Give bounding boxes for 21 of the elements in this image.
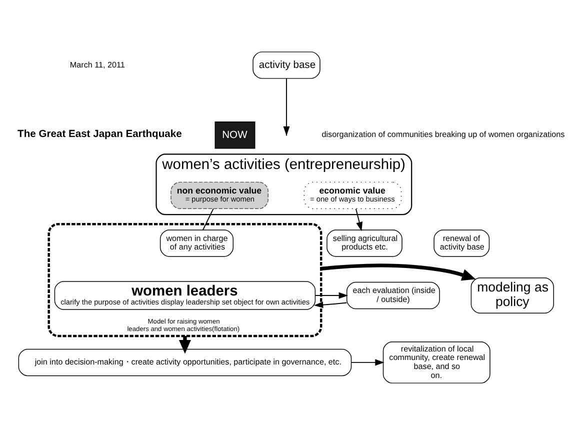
node-box: revitalization of local community, create renewal base, and so on. (382, 341, 490, 384)
node-box: each evaluation (inside / outside) (346, 282, 440, 310)
node-box: modeling as policy (470, 277, 554, 314)
node-box: economic value = one of ways to business (304, 182, 402, 210)
arrow (355, 208, 362, 232)
node-box: NOW (214, 121, 256, 149)
node-box: selling agricultural products etc. (326, 230, 402, 257)
connector (202, 208, 214, 230)
node-box: women in charge of any activities (160, 230, 234, 257)
label: disorganization of communities breaking up of women organizations (322, 130, 565, 140)
arrow (314, 292, 348, 299)
node-box: activity base (252, 52, 320, 79)
node-box: join into decision-making・create activity opportunities, participate in governance, etc. (18, 348, 352, 376)
arrow (350, 359, 384, 366)
arrow (314, 302, 348, 308)
node-box: women leaders clarify the purpose of activities display leadership set object for own activities (54, 281, 316, 310)
arrow (320, 264, 476, 281)
node-box: non economic value = purpose for women (170, 182, 268, 210)
label: March 11, 2011 (70, 60, 125, 70)
node-box: renewal of activity base (434, 230, 490, 257)
label: The Great East Japan Earthquake (18, 129, 182, 140)
